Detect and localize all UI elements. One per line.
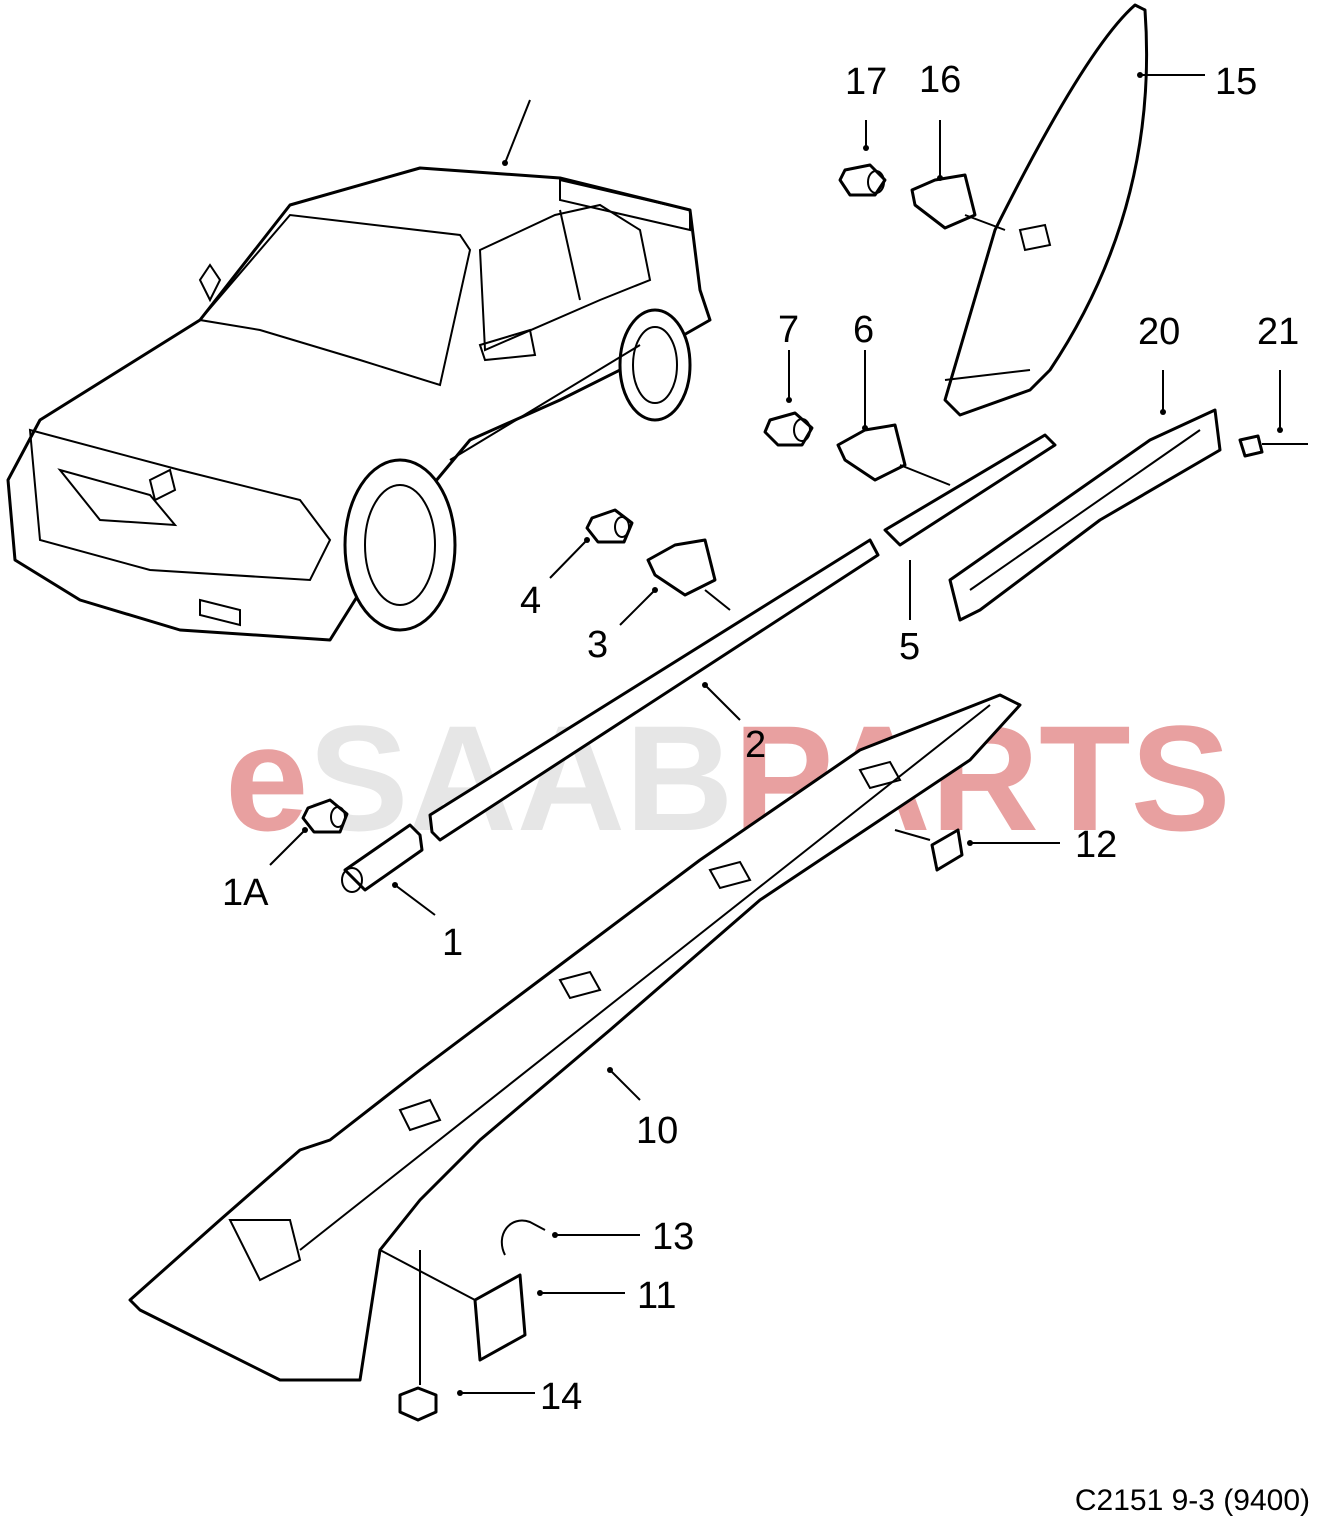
callout-20: 20 xyxy=(1138,311,1180,353)
part-10-sill-panel xyxy=(128,693,1022,1382)
part-1a-grommet xyxy=(269,798,349,866)
callout-3: 3 xyxy=(587,624,608,666)
part-16-clip xyxy=(910,120,1006,231)
part-13-clip xyxy=(500,1219,640,1256)
callout-7: 7 xyxy=(778,309,799,351)
part-15-pillar-trim xyxy=(943,3,1205,417)
callout-1a: 1A xyxy=(222,872,269,914)
part-3-clip xyxy=(619,538,731,626)
part-11-cover xyxy=(379,1249,625,1362)
part-17-grommet xyxy=(838,120,887,197)
callout-11: 11 xyxy=(637,1275,676,1317)
part-14-nut xyxy=(398,1250,535,1422)
part-6-clip xyxy=(836,350,951,486)
part-20-bracket xyxy=(948,370,1222,622)
callout-10: 10 xyxy=(636,1110,678,1152)
part-4-grommet xyxy=(549,508,634,579)
part-7-grommet xyxy=(763,350,814,447)
callout-4: 4 xyxy=(520,580,541,622)
watermark-prefix: e xyxy=(225,694,308,862)
callout-17: 17 xyxy=(845,61,887,103)
callout-15: 15 xyxy=(1215,61,1257,103)
callout-14: 14 xyxy=(540,1376,582,1418)
part-21-screw xyxy=(1238,370,1308,458)
callout-5: 5 xyxy=(899,626,920,668)
part-1-end-cap xyxy=(341,823,436,916)
part-2-moulding xyxy=(428,538,880,842)
callout-6: 6 xyxy=(853,309,874,351)
part-5-trim-strip xyxy=(883,433,1057,620)
diagram-caption: C2151 9-3 (9400) xyxy=(1075,1484,1310,1517)
callout-1: 1 xyxy=(442,922,463,964)
callout-12: 12 xyxy=(1075,824,1117,866)
car-illustration xyxy=(6,99,712,642)
callout-21: 21 xyxy=(1257,311,1299,353)
part-12-plate xyxy=(894,828,1060,872)
callout-16: 16 xyxy=(919,59,961,101)
callout-2: 2 xyxy=(745,724,766,766)
callout-13: 13 xyxy=(652,1216,694,1258)
